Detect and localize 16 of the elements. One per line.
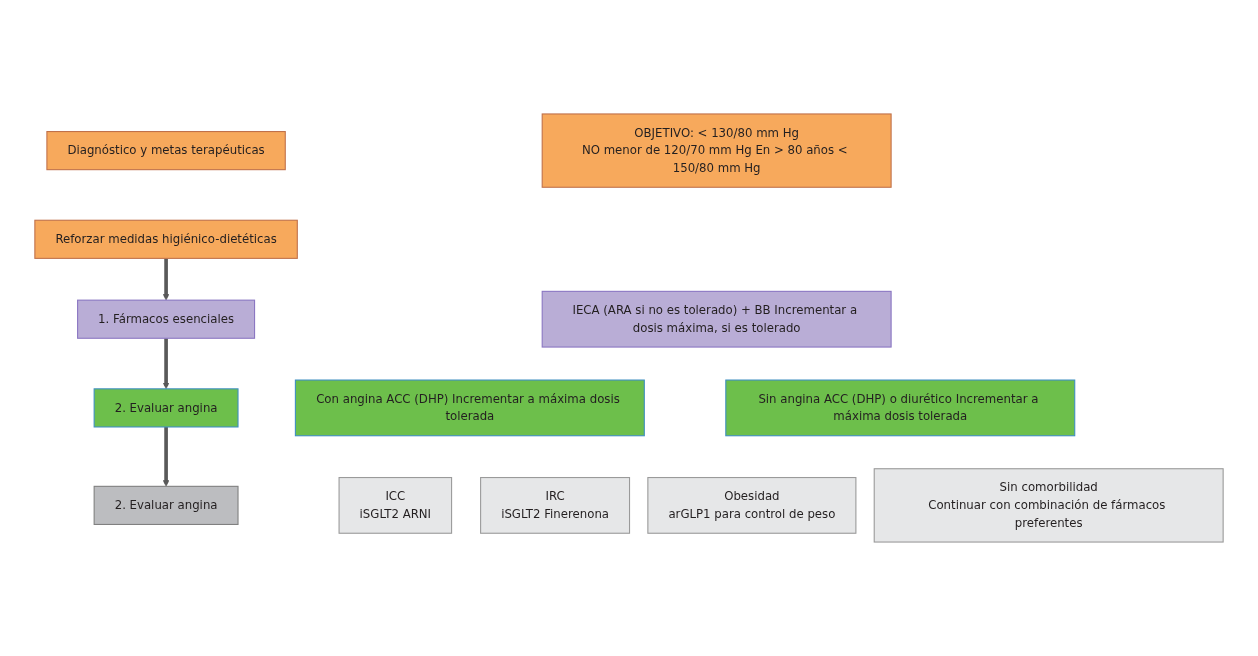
node-box: Sin comorbilidad Continuar con combinación de fármacos preferentes — [873, 468, 1224, 543]
node-box: Sin angina ACC (DHP) o diurético Incrementar a máxima dosis tolerada — [725, 379, 1076, 437]
node-box: ICC iSGLT2 ARNI — [338, 477, 453, 534]
node-box: IECA (ARA si no es tolerado) + BB Incrementar a dosis máxima, si es tolerado — [541, 290, 892, 348]
node-box: Reforzar medidas higiénico-dietéticas — [34, 219, 298, 259]
node-box: OBJETIVO: < 130/80 mm Hg NO menor de 120/70 mm Hg En > 80 años < 150/80 mm Hg — [541, 113, 892, 188]
node-box: 2. Evaluar angina — [93, 485, 239, 525]
arrow — [162, 426, 170, 487]
node-box: Obesidad arGLP1 para control de peso — [647, 477, 857, 534]
node-box: Diagnóstico y metas terapéuticas — [46, 131, 286, 171]
node-box: Con angina ACC (DHP) Incrementar a máxima dosis tolerada — [294, 379, 645, 437]
arrow — [162, 338, 170, 390]
node-box: IRC iSGLT2 Finerenona — [480, 477, 631, 534]
node-box: 1. Fármacos esenciales — [77, 299, 256, 339]
arrow — [162, 258, 170, 301]
node-box: 2. Evaluar angina — [93, 388, 239, 428]
